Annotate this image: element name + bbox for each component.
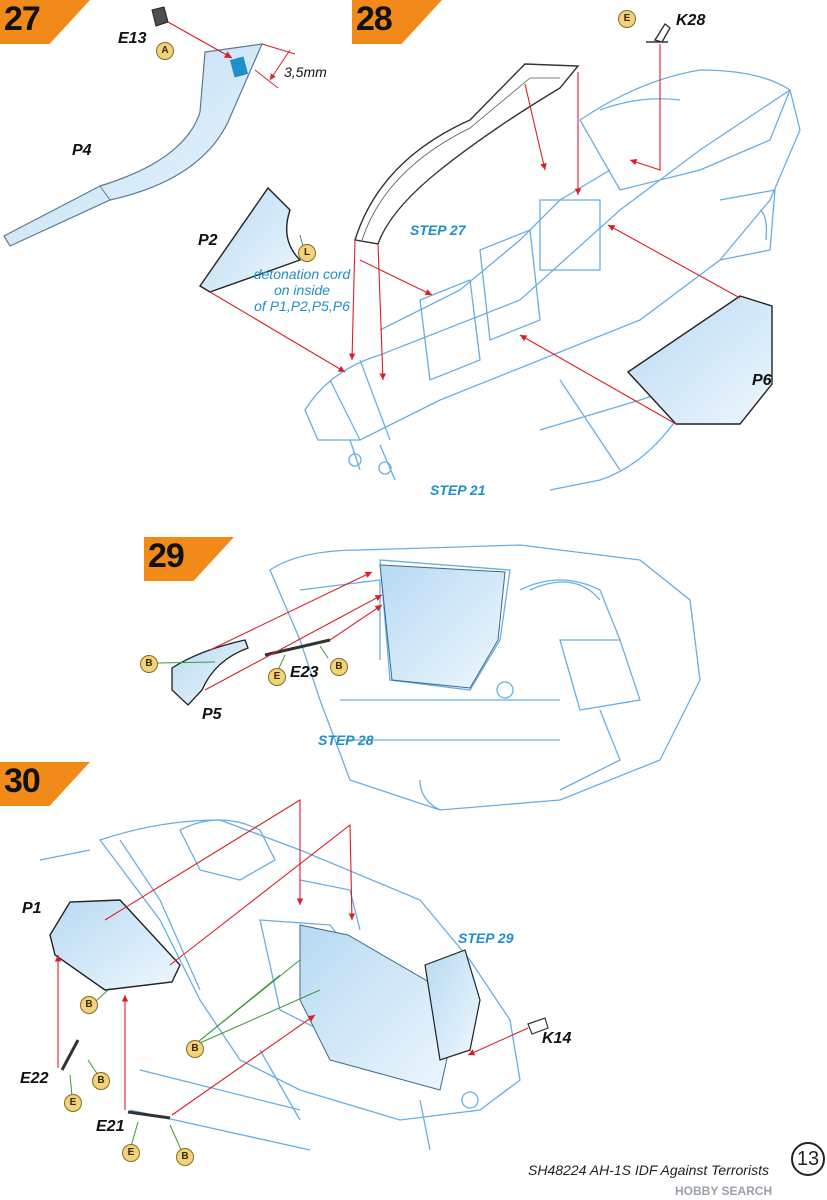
label-e22: E22 — [20, 1070, 49, 1087]
note-line: detonation cord — [253, 266, 351, 282]
step27-part-p4 — [3, 43, 263, 247]
step28-part-p2 — [198, 186, 302, 293]
color-bubble-e23-e: E — [268, 668, 286, 686]
footer-title: SH48224 AH-1S IDF Against Terrorists — [528, 1162, 769, 1178]
step27-dimension — [254, 43, 296, 89]
ref-step21: STEP 21 — [430, 482, 486, 498]
step29-canopy-glass — [379, 564, 506, 689]
ref-step29: STEP 29 — [458, 930, 514, 946]
ref-step28: STEP 28 — [318, 732, 374, 748]
color-bubble-inner-b: B — [186, 1040, 204, 1058]
label-p1: P1 — [22, 900, 42, 917]
step29-arrows — [204, 571, 383, 691]
watermark: HOBBY SEARCH — [675, 1184, 773, 1198]
step29-helicopter — [269, 544, 701, 811]
step30-part-e22 — [60, 1039, 80, 1071]
step30-part-rear-glass — [424, 949, 481, 1061]
color-bubble-e22-b: B — [92, 1072, 110, 1090]
note-line: of P1,P2,P5,P6 — [254, 298, 350, 314]
step-badge-27: 27 — [0, 0, 90, 44]
label-e13: E13 — [118, 30, 147, 47]
label-p5: P5 — [202, 706, 222, 723]
detonation-cord-note: detonation cord on inside of P1,P2,P5,P6 — [232, 266, 372, 314]
note-line: on inside — [273, 282, 331, 298]
step-number-28: 28 — [356, 0, 393, 38]
step-badge-28: 28 — [352, 0, 442, 44]
step-badge-30: 30 — [0, 762, 90, 806]
step30-arrows — [54, 799, 529, 1116]
step30-part-e21 — [127, 1110, 171, 1120]
ref-step27: STEP 27 — [410, 222, 466, 238]
color-bubble-e13: A — [156, 42, 174, 60]
step-badge-29: 29 — [144, 537, 234, 581]
step-number-29: 29 — [148, 537, 185, 575]
step27-arrow-e13 — [167, 21, 233, 59]
step30-canopy-glass — [299, 924, 461, 1091]
label-k14: K14 — [542, 1030, 572, 1047]
step-number-30: 30 — [4, 762, 41, 800]
color-bubble-p5: B — [140, 655, 158, 673]
label-p2: P2 — [198, 232, 218, 249]
label-e21: E21 — [96, 1118, 125, 1135]
label-k28: K28 — [676, 12, 706, 29]
color-bubble-e22-e: E — [64, 1094, 82, 1112]
page-number: 13 — [791, 1142, 825, 1176]
color-bubble-e21-e: E — [122, 1144, 140, 1162]
dimension-label: 3,5mm — [284, 64, 327, 80]
step28-canopy-frame — [354, 63, 580, 245]
step28-part-p6 — [626, 295, 773, 425]
step30-part-p1 — [49, 899, 181, 991]
step-number-27: 27 — [4, 0, 41, 38]
label-p6: P6 — [752, 372, 772, 389]
step28-arrows — [209, 44, 741, 425]
step30-leaders — [69, 959, 321, 1155]
step28-part-k28 — [646, 22, 671, 43]
label-e23: E23 — [290, 664, 319, 681]
color-bubble-p2: L — [298, 244, 316, 262]
step29-leaders — [157, 645, 329, 669]
step30-part-k14 — [527, 1017, 549, 1035]
color-bubble-k28: E — [618, 10, 636, 28]
step29-part-p5 — [171, 639, 249, 706]
label-p4: P4 — [72, 142, 92, 159]
color-bubble-e21-b: B — [176, 1148, 194, 1166]
color-bubble-p1: B — [80, 996, 98, 1014]
color-bubble-e23-b: B — [330, 658, 348, 676]
